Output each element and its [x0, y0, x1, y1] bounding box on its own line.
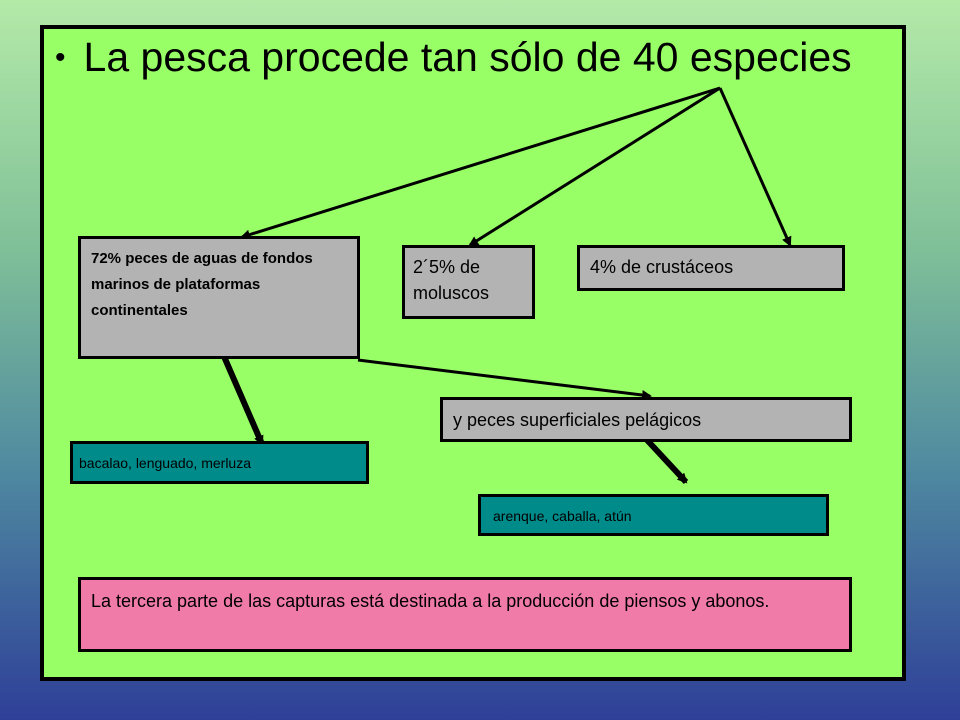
box-arenque: arenque, caballa, atún: [478, 494, 829, 536]
bullet-icon: •: [55, 40, 66, 74]
box-peces-fondo: 72% peces de aguas de fondos marinos de …: [78, 236, 360, 359]
title-text: La pesca procede tan sólo de 40 especies: [83, 34, 852, 80]
slide-title: • La pesca procede tan sólo de 40 especi…: [55, 34, 852, 81]
box-tercera-parte: La tercera parte de las capturas está de…: [78, 577, 852, 652]
box-moluscos: 2´5% de moluscos: [402, 245, 535, 319]
box-bacalao: bacalao, lenguado, merluza: [70, 441, 369, 484]
box-crustaceos: 4% de crustáceos: [577, 245, 845, 291]
box-pelagicos: y peces superficiales pelágicos: [440, 397, 852, 442]
